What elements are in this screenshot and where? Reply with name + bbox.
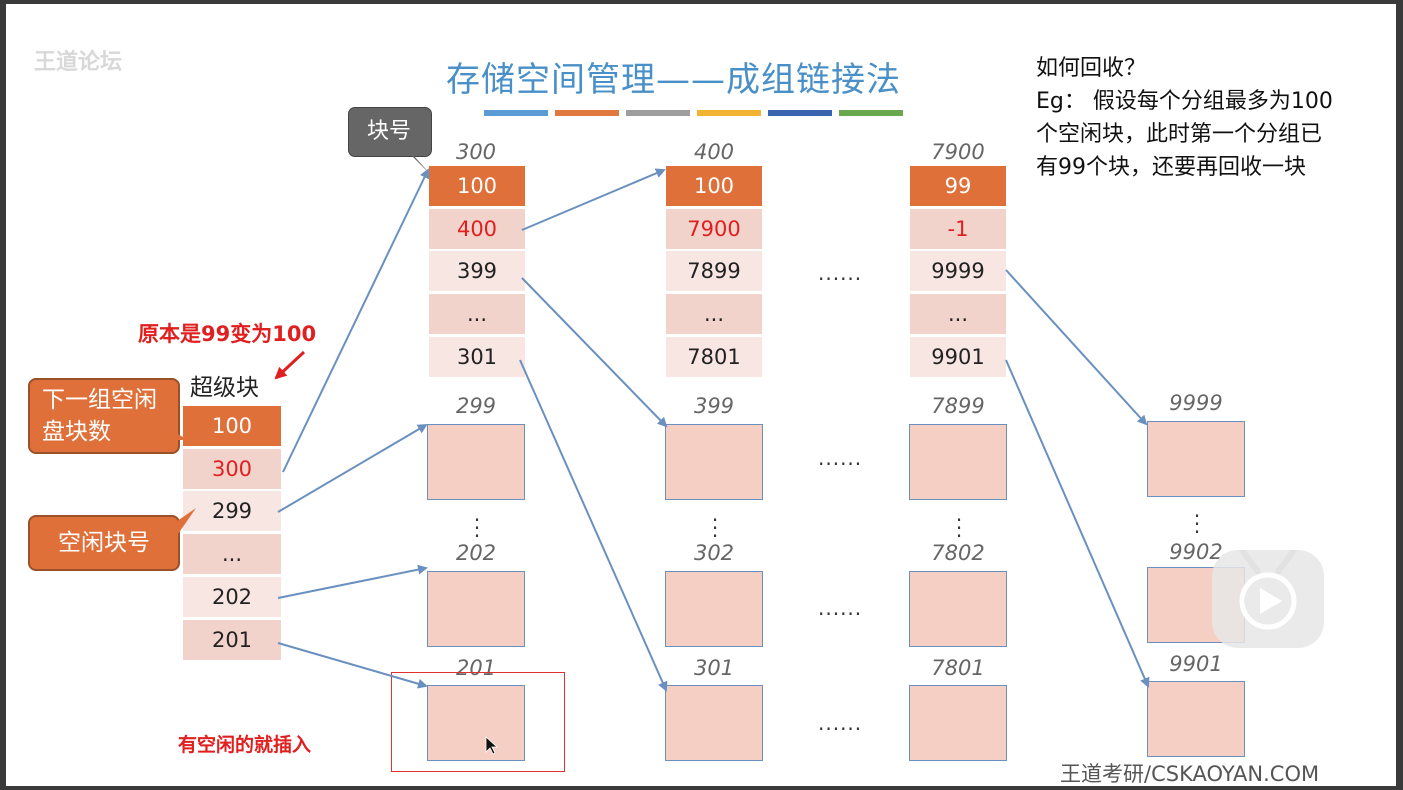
hdots-row-4: ...... bbox=[818, 711, 863, 735]
col1-label-1: 299 bbox=[455, 394, 497, 418]
col2-box-3 bbox=[665, 685, 763, 761]
superblock-cell-6: 201 bbox=[183, 620, 281, 660]
superblock-cell-4: ... bbox=[183, 534, 281, 574]
group1-cell-4: ... bbox=[429, 294, 525, 334]
col1-label-2: 202 bbox=[455, 541, 497, 565]
col2-box-1 bbox=[665, 424, 763, 500]
col1-box-1 bbox=[427, 424, 525, 500]
col2-box-2 bbox=[665, 571, 763, 647]
group2-label: 400 bbox=[693, 140, 735, 164]
superblock-label: 超级块 bbox=[190, 375, 259, 401]
col2-label-1: 399 bbox=[693, 394, 735, 418]
group3-cell-4: ... bbox=[910, 294, 1006, 334]
play-button[interactable] bbox=[1212, 550, 1324, 648]
group3-cell-5: 9901 bbox=[910, 337, 1006, 377]
insert-annotation: 有空闲的就插入 bbox=[178, 734, 312, 756]
arrow-sb-to-299 bbox=[277, 423, 428, 513]
title-bar-6 bbox=[839, 110, 903, 116]
title-bar-5 bbox=[768, 110, 832, 116]
col4-box-3 bbox=[1147, 681, 1245, 757]
col2-vdots: ··· bbox=[711, 508, 719, 548]
arrow-g1-to-group2 bbox=[521, 168, 666, 231]
note-text: 如何回收？ Eg： 假设每个分组最多为100 个空闲块，此时第一个分组已 有99… bbox=[1036, 52, 1333, 184]
arrow-sb-to-group1 bbox=[282, 168, 430, 473]
group2-cell-4: ... bbox=[666, 294, 762, 334]
col1-label-3: 201 bbox=[455, 656, 497, 680]
group2-cell-3: 7899 bbox=[666, 251, 762, 291]
block-number-callout-pointer bbox=[396, 136, 432, 176]
group1-cell-3: 399 bbox=[429, 251, 525, 291]
col2-label-3: 301 bbox=[693, 656, 735, 680]
col3-box-3 bbox=[909, 685, 1007, 761]
arrow-g3-to-9999 bbox=[1005, 269, 1148, 426]
col4-label-1: 9999 bbox=[1169, 391, 1223, 415]
hdots-row-3: ...... bbox=[818, 596, 863, 620]
block-number-callout-label: 块号 bbox=[366, 119, 411, 144]
title-bar-3 bbox=[626, 110, 690, 116]
superblock-cell-2: 300 bbox=[183, 449, 281, 489]
group3-count-cell: 99 bbox=[910, 166, 1006, 206]
footer-brand: 王道考研/CSKAOYAN.COM bbox=[1060, 762, 1320, 786]
group3-label: 7900 bbox=[931, 140, 985, 164]
note-line-4: 有99个块，还要再回收一块 bbox=[1036, 155, 1306, 180]
arrow-g1-to-301 bbox=[519, 359, 668, 692]
watermark: 王道论坛 bbox=[34, 50, 123, 75]
hdots-row-2: ...... bbox=[818, 446, 863, 470]
note-line-2: Eg： 假设每个分组最多为100 bbox=[1036, 89, 1333, 114]
col1-box-2 bbox=[427, 571, 525, 647]
change-annotation: 原本是99变为100 bbox=[138, 322, 317, 346]
group1-count-cell: 100 bbox=[429, 166, 525, 206]
change-arrow bbox=[274, 350, 306, 380]
block-number-callout bbox=[348, 107, 432, 157]
superblock-cell-3: 299 bbox=[183, 491, 281, 531]
superblock-count-cell: 100 bbox=[183, 406, 281, 446]
col1-box-3 bbox=[427, 685, 525, 761]
group3-cell-3: 9999 bbox=[910, 251, 1006, 291]
group2-count-cell: 100 bbox=[666, 166, 762, 206]
free-block-callout-text: 空闲块号 bbox=[58, 530, 150, 556]
arrow-sb-to-202 bbox=[277, 564, 428, 599]
col3-box-1 bbox=[909, 424, 1007, 500]
col3-label-2: 7802 bbox=[931, 541, 985, 565]
title-bar-1 bbox=[484, 110, 548, 116]
group2-cell-5: 7801 bbox=[666, 337, 762, 377]
title-bar-2 bbox=[555, 110, 619, 116]
arrow-g1-to-399 bbox=[521, 277, 668, 428]
next-count-callout-text: 下一组空闲盘块数 bbox=[42, 387, 157, 445]
col4-vdots: ··· bbox=[1193, 504, 1201, 544]
free-block-callout-pointer bbox=[150, 508, 196, 560]
col2-label-2: 302 bbox=[693, 541, 735, 565]
slide-title: 存储空间管理——成组链接法 bbox=[446, 60, 901, 100]
hdots-row-1: ...... bbox=[818, 261, 863, 285]
play-icon bbox=[1239, 550, 1297, 630]
col1-vdots: ··· bbox=[473, 508, 481, 548]
col3-label-1: 7899 bbox=[931, 394, 985, 418]
note-line-1: 如何回收？ bbox=[1036, 56, 1147, 81]
note-line-3: 个空闲块，此时第一个分组已 bbox=[1036, 122, 1323, 147]
group1-label: 300 bbox=[455, 140, 497, 164]
mouse-cursor-icon bbox=[485, 736, 499, 755]
col4-box-1 bbox=[1147, 421, 1245, 497]
col4-label-2: 9902 bbox=[1169, 540, 1223, 564]
arrow-g3-to-9901 bbox=[1005, 359, 1150, 688]
group1-cell-2: 400 bbox=[429, 209, 525, 249]
next-count-callout: 下一组空闲盘块数 bbox=[28, 378, 180, 454]
next-count-callout-pointer bbox=[150, 418, 188, 440]
arrow-sb-to-201 bbox=[277, 642, 428, 689]
col3-vdots: ··· bbox=[955, 508, 963, 548]
group2-cell-2: 7900 bbox=[666, 209, 762, 249]
col4-label-3: 9901 bbox=[1169, 652, 1223, 676]
col3-label-3: 7801 bbox=[931, 656, 985, 680]
title-bar-4 bbox=[697, 110, 761, 116]
insert-highlight-rect bbox=[391, 672, 565, 772]
superblock-cell-5: 202 bbox=[183, 577, 281, 617]
group3-cell-2: -1 bbox=[910, 209, 1006, 249]
col3-box-2 bbox=[909, 571, 1007, 647]
group1-cell-5: 301 bbox=[429, 337, 525, 377]
